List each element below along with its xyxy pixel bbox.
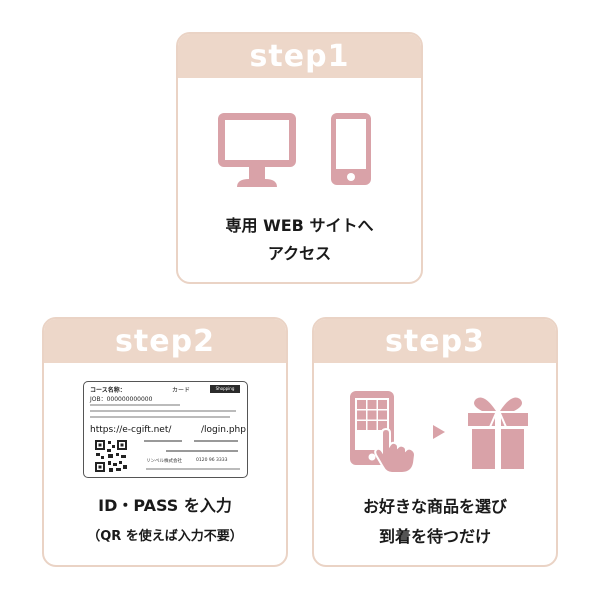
step1-card: step1 専用 WEB サイトへ アクセス xyxy=(176,32,423,284)
step2-caption-line2: （QR を使えば入力不要） xyxy=(87,529,243,544)
card-logo: Shopping xyxy=(210,385,240,393)
card-details-lines xyxy=(144,440,238,452)
phone-tap-icon xyxy=(350,391,417,474)
card-course-label: コース名称： xyxy=(90,387,126,394)
card-footer-line xyxy=(146,468,240,470)
login-card-illustration: コース名称： カード Shopping JOB：000000000000 htt… xyxy=(83,381,248,478)
card-company: リンベル株式会社 xyxy=(146,459,182,464)
step1-caption: 専用 WEB サイトへ アクセス xyxy=(178,212,421,268)
card-job-code: JOB：000000000000 xyxy=(90,396,153,403)
step1-header: step1 xyxy=(178,34,421,78)
arrow-right-icon xyxy=(433,425,445,439)
step3-caption-line1: お好きな商品を選び xyxy=(362,497,507,516)
desktop-monitor-icon xyxy=(218,113,296,187)
card-type-label: カード xyxy=(172,387,191,394)
card-phone: 0120 96 3333 xyxy=(196,458,228,463)
card-url-left: https://e-cgift.net/ xyxy=(90,425,172,435)
step1-caption-line2: アクセス xyxy=(267,244,332,263)
card-url-right: /login.php xyxy=(201,425,246,435)
qr-code-icon xyxy=(94,439,128,473)
step2-header: step2 xyxy=(44,319,286,363)
step3-caption-line2: 到着を待つだけ xyxy=(378,527,491,546)
smartphone-icon xyxy=(331,113,371,185)
step2-caption-line1: ID・PASS を入力 xyxy=(98,496,232,515)
card-fine-print xyxy=(90,404,236,418)
step2-card: step2 コース名称： カード Shopping JOB：0000000000… xyxy=(42,317,288,567)
step3-caption: お好きな商品を選び 到着を待つだけ xyxy=(314,492,556,552)
step2-caption: ID・PASS を入力 （QR を使えば入力不要） xyxy=(44,494,286,548)
step3-card: step3 xyxy=(312,317,558,567)
step1-caption-line1: 専用 WEB サイトへ xyxy=(225,216,374,235)
gift-box-icon xyxy=(468,397,528,469)
step3-header: step3 xyxy=(314,319,556,363)
